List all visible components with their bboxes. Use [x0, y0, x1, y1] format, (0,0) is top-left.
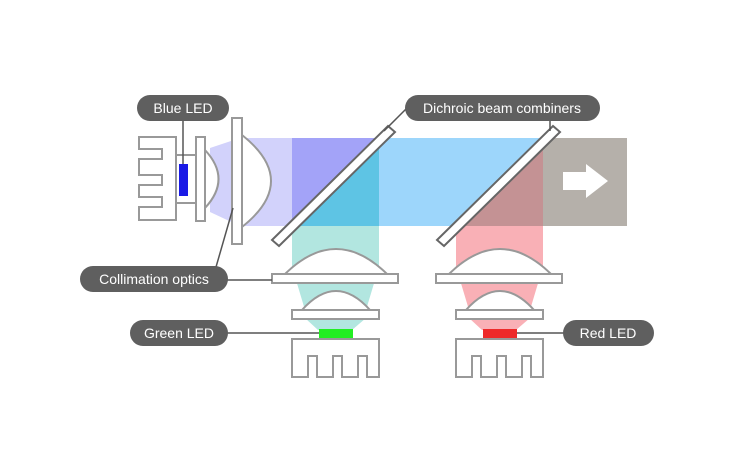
- red-lens-large: [446, 248, 554, 275]
- blue-lens-large-flange: [231, 117, 243, 245]
- dichroic-mirror-2: [435, 124, 562, 248]
- green-lens-large-flange: [271, 273, 399, 284]
- label-dichroic-text: Dichroic beam combiners: [423, 100, 581, 116]
- label-red-led-text: Red LED: [580, 325, 637, 341]
- right-arrow-icon: [563, 164, 608, 198]
- label-green-led-text: Green LED: [144, 325, 214, 341]
- blue-led-heatsink: [138, 136, 177, 221]
- label-collimation: Collimation optics: [80, 266, 228, 292]
- red-lens-small-flange: [455, 309, 544, 320]
- red-beam-source: [469, 318, 530, 330]
- green-beam-source: [305, 318, 366, 330]
- dichroic-mirror-1: [270, 124, 397, 248]
- red-led-assembly: [435, 248, 563, 378]
- green-lens-small: [299, 290, 373, 311]
- blue-led-assembly: [138, 117, 272, 245]
- light-beams: [210, 138, 627, 330]
- blue-lens-small: [204, 147, 220, 211]
- leader-lines: [182, 107, 565, 334]
- label-green-led: Green LED: [130, 320, 228, 346]
- red-lens-large-flange: [435, 273, 563, 284]
- label-dichroic: Dichroic beam combiners: [405, 95, 600, 121]
- dichroic-leader: [383, 107, 408, 132]
- green-led-chip: [319, 329, 353, 338]
- label-collimation-text: Collimation optics: [99, 271, 209, 287]
- blue-lens-flange: [195, 136, 206, 222]
- red-led-heatsink: [455, 338, 544, 378]
- blue-led-chip: [179, 164, 188, 196]
- green-led-heatsink: [291, 338, 380, 378]
- red-lens-small: [463, 290, 537, 311]
- label-blue-led-text: Blue LED: [153, 100, 212, 116]
- label-blue-led: Blue LED: [137, 95, 229, 121]
- green-led-assembly: [271, 248, 399, 378]
- collimation-leader-1: [213, 207, 234, 275]
- dichroic-combiners: [270, 124, 562, 248]
- green-lens-large: [282, 248, 390, 275]
- blue-lens-large: [241, 132, 272, 230]
- red-led-chip: [483, 329, 517, 338]
- label-red-led: Red LED: [563, 320, 654, 346]
- green-lens-small-flange: [291, 309, 380, 320]
